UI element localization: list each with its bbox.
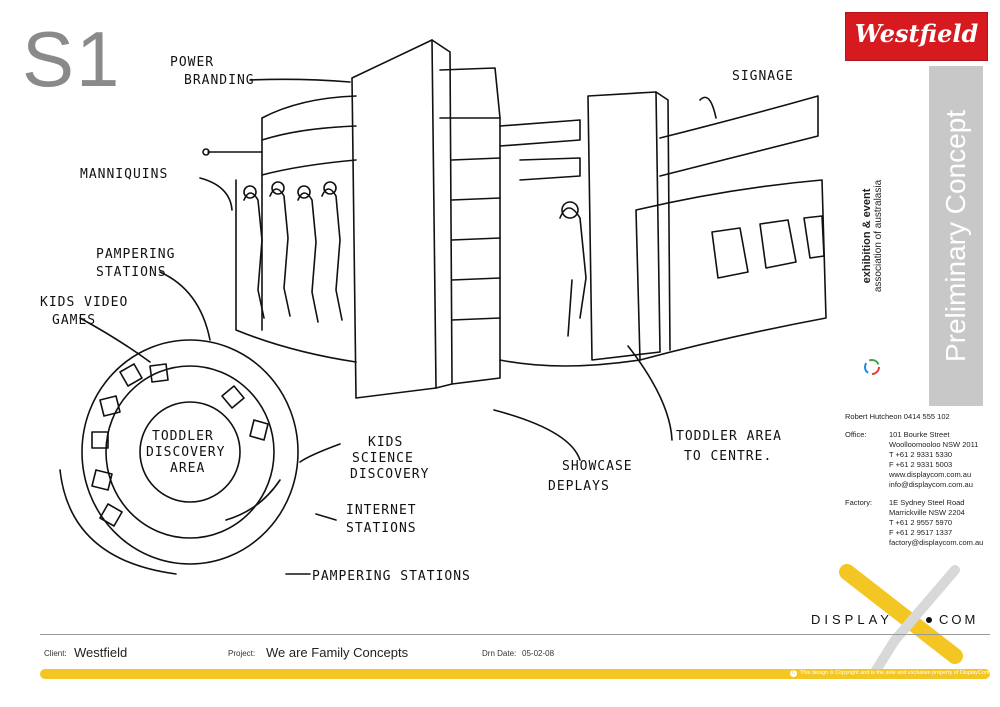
office-address: Office: 101 Bourke Street Woolloomooloo … <box>845 430 995 490</box>
office-email: info@displaycom.com.au <box>889 480 973 489</box>
label-showcase-displays: SHOWCASE <box>562 459 633 474</box>
label-power-branding-2: BRANDING <box>184 73 255 88</box>
brand-name: Westfield <box>854 19 979 48</box>
title-band <box>929 66 983 406</box>
label-kids-science: KIDS <box>368 435 403 450</box>
factory-line: Marrickville NSW 2204 <box>889 508 965 517</box>
project-label: Project: <box>228 649 256 658</box>
project-value: We are Family Concepts <box>266 645 409 660</box>
footer-strip: Client: Westfield Project: We are Family… <box>40 642 990 666</box>
label-pampering-stations-2: STATIONS <box>96 265 167 280</box>
logo-text-display: DISPLAY <box>811 612 893 627</box>
footer-yellow-bar <box>40 669 990 679</box>
label-toddler-discovery-area: TODDLER <box>152 429 214 444</box>
label-kids-science-3: DISCOVERY <box>350 467 429 482</box>
label-showcase-displays-2: DEPLAYS <box>548 479 610 494</box>
contact-person: Robert Hutcheon 0414 555 102 <box>845 412 950 421</box>
copyright-text: This design is Copyright and is the sole… <box>800 670 990 676</box>
client-value: Westfield <box>74 645 128 660</box>
factory-address: Factory: 1E Sydney Steel Road Marrickvil… <box>845 498 995 548</box>
label-pampering-stations-bottom: PAMPERING STATIONS <box>312 569 471 584</box>
band-title: Preliminary Concept <box>940 109 971 363</box>
factory-phone: T +61 2 9557 5970 <box>889 518 953 527</box>
label-toddler-area-to-centre-2: TO CENTRE. <box>684 449 772 464</box>
date-label: Drn Date: <box>482 649 517 658</box>
label-kids-video-games-2: GAMES <box>52 313 96 328</box>
copyright-icon: C <box>790 670 797 677</box>
association-line-1: exhibition & event <box>861 188 873 284</box>
title-block-sidebar: Westfield Preliminary Concept exhibition… <box>845 8 995 638</box>
association-text: exhibition & event association of austra… <box>861 179 884 293</box>
office-phone: T +61 2 9331 5330 <box>889 450 953 459</box>
label-signage: SIGNAGE <box>732 69 794 84</box>
office-label: Office: <box>845 430 867 439</box>
footer-divider <box>40 634 990 635</box>
office-website: www.displaycom.com.au <box>889 470 972 479</box>
label-toddler-discovery-area-3: AREA <box>170 461 205 476</box>
client-label: Client: <box>44 649 67 658</box>
logo-text-com: COM <box>939 612 978 627</box>
concept-sketch: POWER BRANDING SIGNAGE MANNIQUINS PAMPER… <box>40 39 827 584</box>
label-internet-stations: INTERNET <box>346 503 417 518</box>
factory-label: Factory: <box>845 498 873 507</box>
office-fax: F +61 2 9331 5003 <box>889 460 953 469</box>
label-pampering-stations: PAMPERING <box>96 247 175 262</box>
association-line-2: association of australasia <box>873 179 884 293</box>
label-kids-science-2: SCIENCE <box>352 451 414 466</box>
office-line: 101 Bourke Street <box>889 430 950 439</box>
contact-details: Robert Hutcheon 0414 555 102 Office: 101… <box>845 412 995 556</box>
factory-email: factory@displaycom.com.au <box>889 538 984 547</box>
office-line: Woolloomooloo NSW 2011 <box>889 440 979 449</box>
westfield-logo: Westfield <box>845 12 988 61</box>
date-value: 05-02-08 <box>522 649 555 658</box>
label-toddler-area-to-centre: TODDLER AREA <box>676 429 782 444</box>
factory-line: 1E Sydney Steel Road <box>889 498 965 507</box>
displaycom-logo: DISPLAY COM <box>811 564 978 677</box>
label-internet-stations-2: STATIONS <box>346 521 417 536</box>
label-kids-video-games: KIDS VIDEO <box>40 295 128 310</box>
sheet-number: S1 <box>22 15 122 103</box>
label-power-branding: POWER <box>170 55 214 70</box>
label-toddler-discovery-area-2: DISCOVERY <box>146 445 225 460</box>
label-mannequins: MANNIQUINS <box>80 167 168 182</box>
factory-fax: F +61 2 9517 1337 <box>889 528 953 537</box>
association-logo-icon <box>864 359 880 375</box>
logo-dot-icon <box>926 617 932 623</box>
